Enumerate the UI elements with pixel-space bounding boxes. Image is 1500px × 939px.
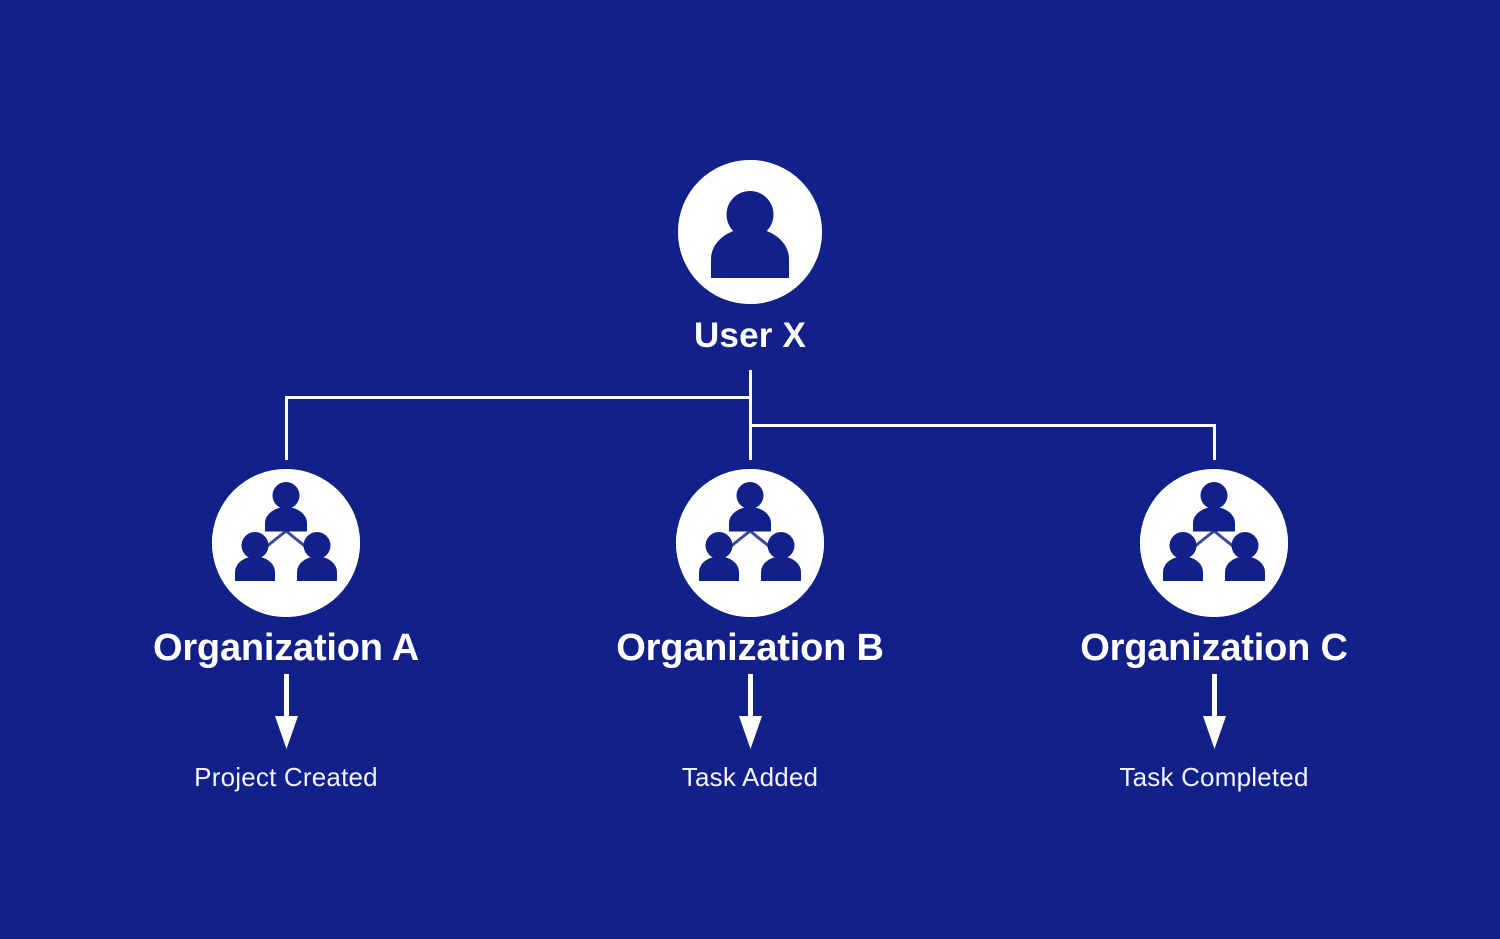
organization-group-icon (212, 469, 360, 617)
organization-group-icon (676, 469, 824, 617)
node-organization-a[interactable]: Organization A (86, 469, 486, 669)
node-organization-a-label: Organization A (152, 627, 420, 669)
arrow-org-c-to-event (1203, 674, 1226, 749)
event-label-organization-a: Project Created (194, 762, 378, 792)
node-organization-b-label: Organization B (616, 627, 884, 669)
arrow-org-a-to-event (275, 674, 298, 749)
connector-branch-left (285, 396, 750, 460)
node-organization-b[interactable]: Organization B (550, 469, 950, 669)
arrow-org-b-to-event (739, 674, 762, 749)
node-user-x-label: User X (693, 316, 807, 355)
connector-branch-right (751, 424, 1216, 460)
node-organization-c[interactable]: Organization C (1014, 469, 1414, 669)
event-label-organization-b: Task Added (681, 762, 819, 792)
event-label-organization-c: Task Completed (1119, 762, 1309, 792)
node-organization-c-label: Organization C (1080, 627, 1348, 669)
user-avatar-icon (678, 160, 822, 304)
node-user-x[interactable]: User X (560, 160, 940, 355)
organization-group-icon (1140, 469, 1288, 617)
